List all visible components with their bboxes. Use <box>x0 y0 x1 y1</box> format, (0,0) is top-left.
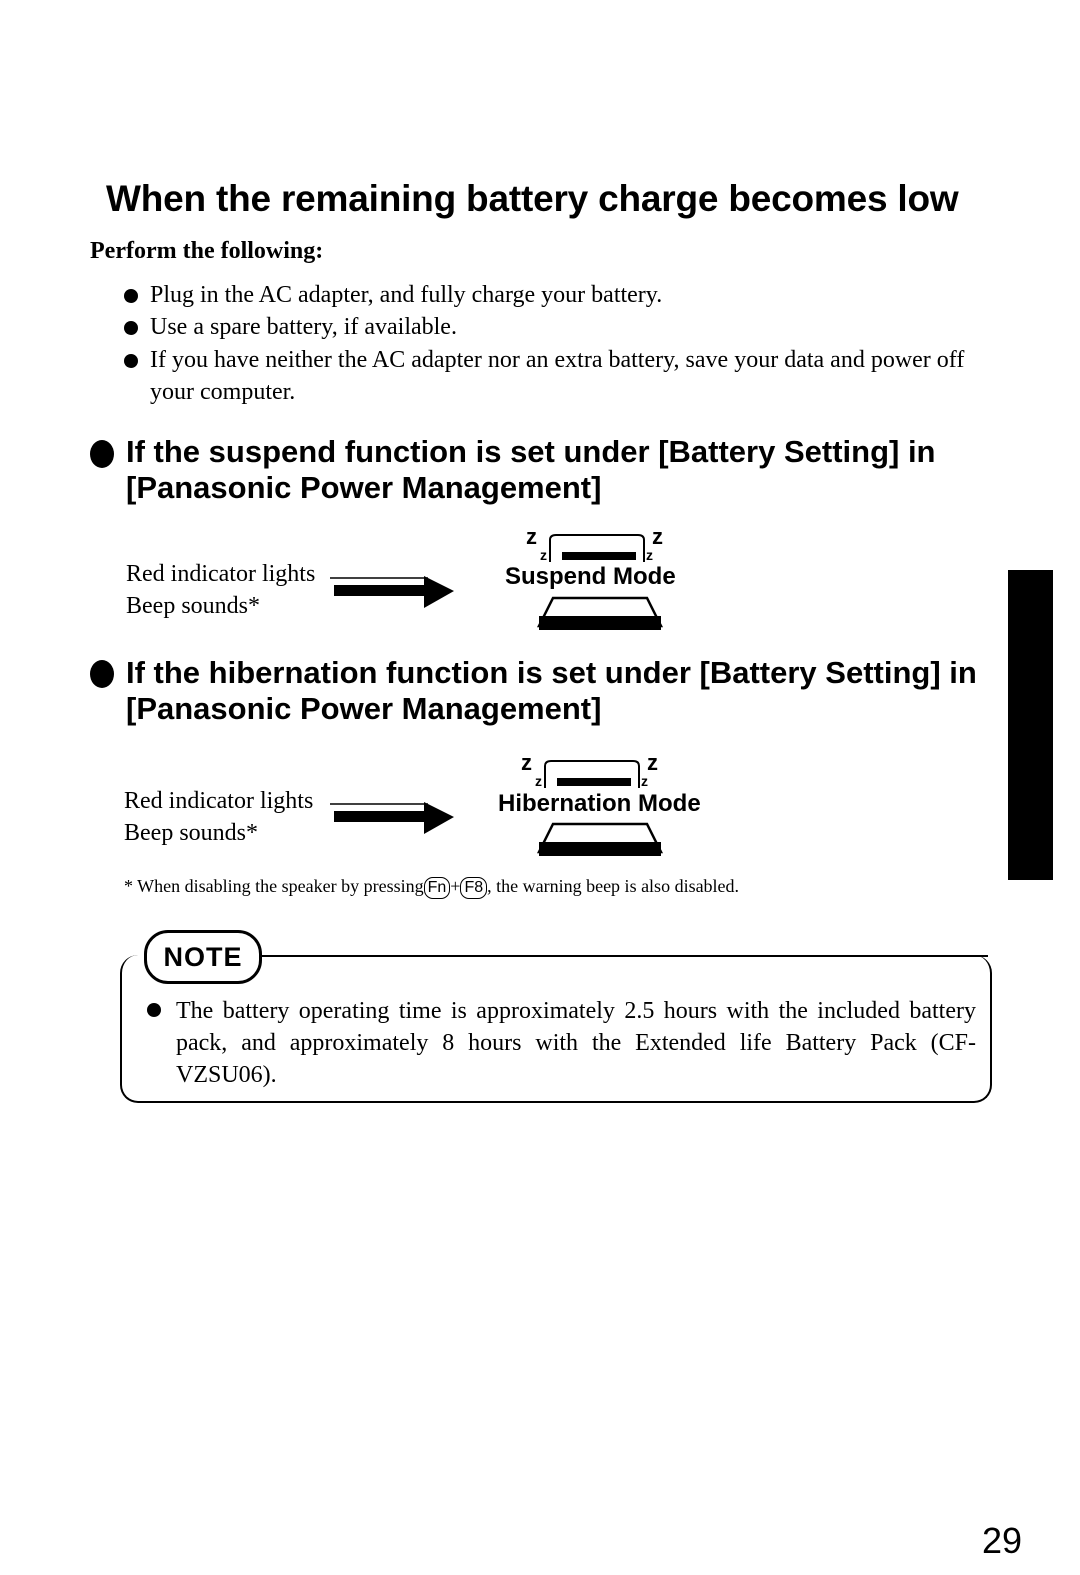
action-text: Use a spare battery, if available. <box>150 314 457 340</box>
page-number: 29 <box>982 1520 1023 1561</box>
action-item-1: Plug in the AC adapter, and fully charge… <box>124 279 996 311</box>
note-box <box>120 955 992 1103</box>
svg-text:z: z <box>521 750 532 775</box>
hibernation-section-title: If the hibernation function is set under… <box>126 655 977 727</box>
suspend-title-line-2: [Panasonic Power Management] <box>126 470 602 505</box>
footnote-suffix: , the warning beep is also disabled. <box>487 876 740 896</box>
chapter-side-tab <box>1008 570 1053 880</box>
bullet-icon <box>124 321 138 335</box>
hibernation-title-line-2: [Panasonic Power Management] <box>126 691 602 726</box>
section-bullet-icon <box>90 440 114 468</box>
page-heading: When the remaining battery charge become… <box>106 178 959 219</box>
perform-label: Perform the following: <box>90 238 324 264</box>
right-arrow-icon <box>330 802 454 834</box>
svg-text:z: z <box>646 547 653 563</box>
beep-sounds-label: Beep sounds* <box>126 593 260 619</box>
footnote-plus: + <box>450 876 461 896</box>
footnote-prefix: * When disabling the speaker by pressing <box>124 876 424 896</box>
note-divider <box>258 955 988 957</box>
suspend-indicator-text: Red indicator lights Beep sounds* <box>126 558 315 622</box>
hibernation-indicator-text: Red indicator lights Beep sounds* <box>124 785 313 849</box>
action-item-2: Use a spare battery, if available. <box>124 311 996 343</box>
laptop-base-icon <box>536 596 664 630</box>
hibernation-mode-label: Hibernation Mode <box>498 790 701 817</box>
bullet-icon <box>124 354 138 368</box>
sleep-laptop-lid-icon: z z z z <box>521 750 658 789</box>
note-tab: NOTE <box>144 930 262 984</box>
svg-text:z: z <box>641 773 648 789</box>
red-indicator-label: Red indicator lights <box>124 788 314 814</box>
svg-text:z: z <box>652 524 663 549</box>
suspend-mode-label: Suspend Mode <box>505 563 676 590</box>
red-indicator-label: Red indicator lights <box>126 561 316 587</box>
suspend-section-title: If the suspend function is set under [Ba… <box>126 434 936 506</box>
footnote: * When disabling the speaker by pressing… <box>124 876 739 899</box>
laptop-base-icon <box>536 822 664 856</box>
hibernation-title-line-1: If the hibernation function is set under… <box>126 655 977 690</box>
svg-text:z: z <box>535 773 542 789</box>
action-text: If you have neither the AC adapter nor a… <box>150 347 965 405</box>
suspend-title-line-1: If the suspend function is set under [Ba… <box>126 434 936 469</box>
svg-text:z: z <box>540 547 547 563</box>
right-arrow-icon <box>330 576 454 608</box>
fn-key-icon: Fn <box>423 876 451 899</box>
beep-sounds-label: Beep sounds* <box>124 820 258 846</box>
action-item-3: If you have neither the AC adapter nor a… <box>124 344 996 408</box>
svg-text:z: z <box>526 524 537 549</box>
f8-key-icon: F8 <box>460 876 488 899</box>
bullet-icon <box>147 1003 161 1017</box>
sleep-laptop-lid-icon: z z z z <box>526 524 663 563</box>
action-text: Plug in the AC adapter, and fully charge… <box>150 282 663 308</box>
bullet-icon <box>124 289 138 303</box>
note-text: The battery operating time is approximat… <box>176 998 976 1088</box>
section-bullet-icon <box>90 660 114 688</box>
svg-text:z: z <box>647 750 658 775</box>
